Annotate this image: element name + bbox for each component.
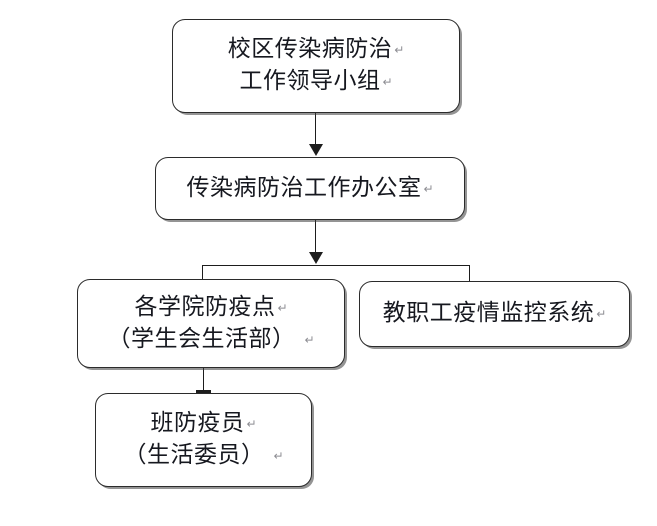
connector-station-to-class-end <box>196 390 211 393</box>
node-college-station[interactable]: 各学院防疫点↵ （学生会生活部）↵ <box>77 279 345 368</box>
connector-split-bar <box>202 265 470 266</box>
arrowhead-office-to-split <box>309 252 323 264</box>
return-mark-icon: ↵ <box>273 449 284 463</box>
node-class-officer-line2: （生活委员）↵ <box>123 442 284 468</box>
return-mark-icon: ↵ <box>394 43 405 58</box>
return-mark-icon: ↵ <box>277 300 288 315</box>
arrowhead-leadership-to-office <box>309 144 323 156</box>
connector-leadership-to-office <box>315 113 316 146</box>
return-mark-icon: ↵ <box>423 181 434 196</box>
connector-split-drop-left <box>202 265 203 281</box>
connector-station-to-class <box>203 368 204 393</box>
node-staff-monitor-system-line1: 教职工疫情监控系统↵ <box>382 300 607 327</box>
node-college-station-line1: 各学院防疫点↵ <box>134 293 288 320</box>
node-class-officer[interactable]: 班防疫员↵ （生活委员）↵ <box>95 393 312 487</box>
node-leadership-group-line2: 工作领导小组↵ <box>239 68 393 94</box>
return-mark-icon: ↵ <box>246 417 257 432</box>
return-mark-icon: ↵ <box>596 307 607 322</box>
return-mark-icon: ↵ <box>304 332 315 347</box>
node-prevention-office-line1: 传染病防治工作办公室↵ <box>186 174 434 201</box>
return-mark-icon: ↵ <box>382 75 393 89</box>
node-prevention-office[interactable]: 传染病防治工作办公室↵ <box>155 157 465 220</box>
node-staff-monitor-system[interactable]: 教职工疫情监控系统↵ <box>359 281 630 347</box>
node-leadership-group-line1: 校区传染病防治↵ <box>227 36 405 63</box>
connector-office-to-split <box>315 220 316 254</box>
node-leadership-group[interactable]: 校区传染病防治↵ 工作领导小组↵ <box>172 19 460 113</box>
connector-split-drop-right <box>469 265 470 281</box>
node-college-station-line2: （学生会生活部）↵ <box>107 325 315 352</box>
node-class-officer-line1: 班防疫员↵ <box>150 410 257 437</box>
